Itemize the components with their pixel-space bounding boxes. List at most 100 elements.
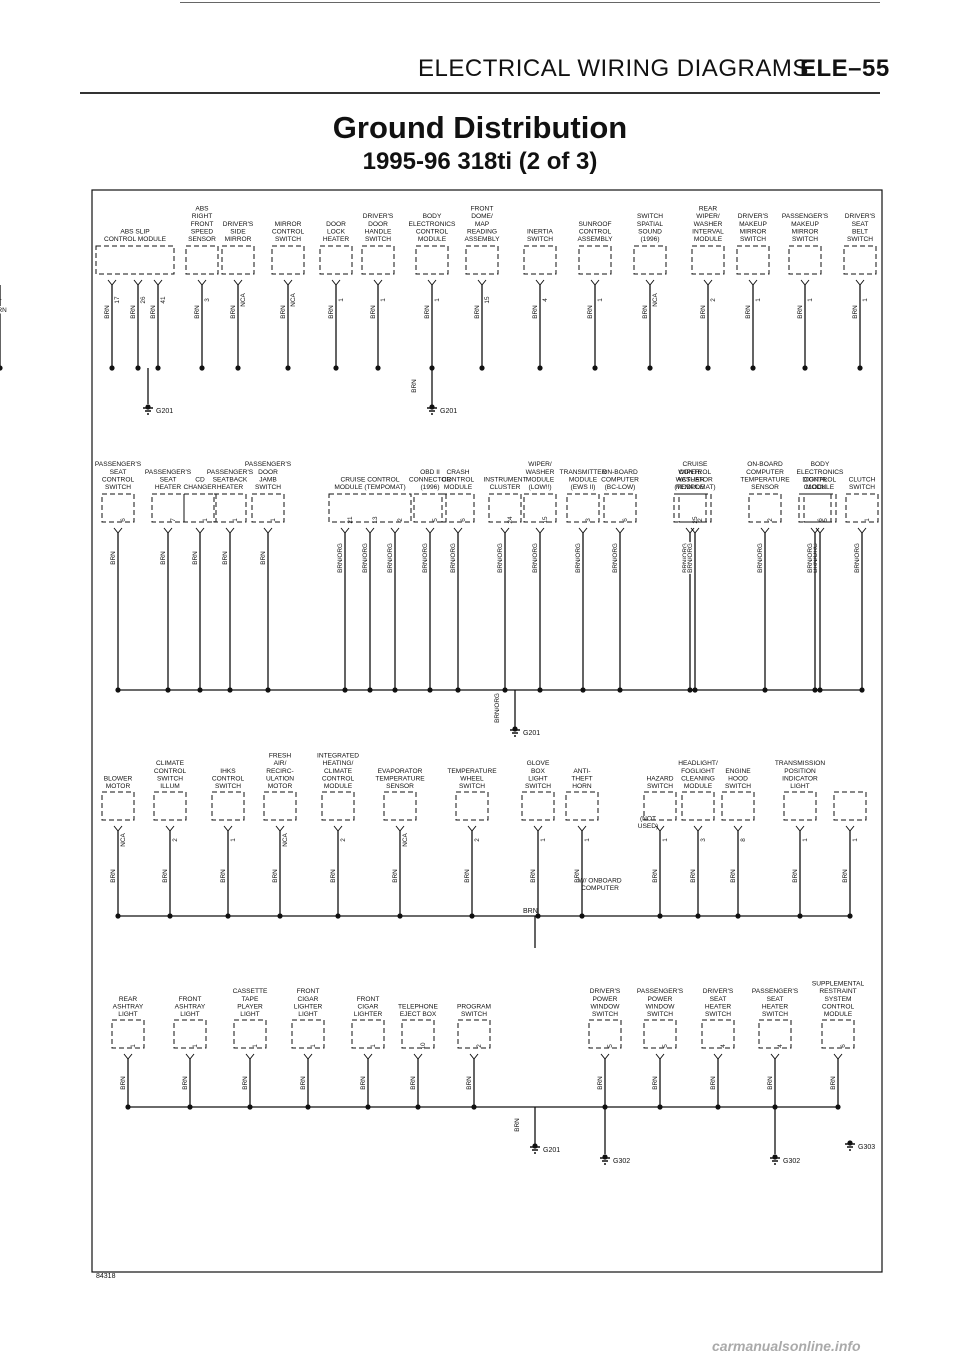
component-label: ACTUATOR <box>677 476 713 483</box>
pin-number: 4 <box>777 1044 784 1048</box>
connector <box>263 791 297 821</box>
connector <box>413 493 447 523</box>
component-label: CONTROL <box>154 768 187 775</box>
pin-number: 1 <box>252 1044 259 1048</box>
wire-color: BRN <box>792 869 799 883</box>
pin-number: 7 <box>170 518 177 522</box>
diagram-frame <box>91 189 883 1273</box>
wire-color: BRN <box>730 869 737 883</box>
component-label: MODULE <box>569 476 598 483</box>
pin-number: 6 <box>817 518 824 522</box>
component-label: ASSEMBLY <box>464 236 500 243</box>
wire-color: BRN <box>160 551 167 565</box>
pin-marker <box>535 279 545 286</box>
pin-number: 8 <box>740 838 747 842</box>
connector <box>758 1019 792 1049</box>
component-label: ENGINE <box>725 768 751 775</box>
component-label: SWITCH <box>592 1011 618 1018</box>
pin-number: 2 <box>476 1044 483 1048</box>
component-label: MOTOR <box>106 783 131 790</box>
pin-marker <box>153 279 163 286</box>
wire-color: BRN <box>474 305 481 319</box>
component-label: REAR <box>119 996 138 1003</box>
wire-color: BRN <box>222 551 229 565</box>
wire-color: BRN/ORG <box>422 543 429 573</box>
note-label: USED) <box>638 823 659 830</box>
component-label: CONTROL <box>442 476 475 483</box>
connector <box>251 493 285 523</box>
pin-number: 2 <box>710 298 717 302</box>
component-label: SWITCH <box>215 783 241 790</box>
pin-number: 6 <box>840 1044 847 1048</box>
component-label: MODULE (TEMPOMAT) <box>334 484 405 491</box>
wire-color: BRN <box>587 305 594 319</box>
pin-marker <box>195 527 205 534</box>
component-label: WASHER <box>526 469 555 476</box>
component-label: MOTOR <box>268 783 293 790</box>
pin-marker <box>133 279 143 286</box>
connector <box>783 791 817 821</box>
component-label: CRUISE CONTROL <box>341 476 400 483</box>
component-label: SPATIAL <box>637 221 663 228</box>
component-label: SEAT <box>852 221 869 228</box>
component-label: THEFT <box>571 775 592 782</box>
component-label: SWITCH <box>255 484 281 491</box>
wire-color: BRN <box>0 307 7 314</box>
component-label: PASSENGER'S <box>782 213 829 220</box>
component-label: CASSETTE <box>233 988 268 995</box>
component-label: HEATER <box>217 484 243 491</box>
wire-color: BRN <box>642 305 649 319</box>
pin-number: 1 <box>802 838 809 842</box>
wire-color: BRN <box>464 869 471 883</box>
splice <box>647 365 653 371</box>
component-label: SUNROOF <box>579 221 612 228</box>
pin-marker <box>113 825 123 832</box>
pin-number: 13 <box>372 516 379 524</box>
connector <box>566 493 600 523</box>
component-label: SWITCH <box>849 484 875 491</box>
connector <box>291 1019 325 1049</box>
component-label: SEAT <box>160 476 177 483</box>
pin-marker <box>363 1053 373 1060</box>
wire-color: BRN <box>242 1076 249 1090</box>
pin-marker <box>113 527 123 534</box>
connector <box>523 493 557 523</box>
component-label: INDICATOR <box>782 775 818 782</box>
pin-number: 1 <box>192 1044 199 1048</box>
pin-number: NCA <box>290 293 297 307</box>
component-label: CONTROL <box>579 228 612 235</box>
component-label: DRIVER'S <box>590 988 621 995</box>
pin-number: 41 <box>160 296 167 304</box>
component-label: READING <box>467 228 497 235</box>
component-label: ON-BOARD <box>602 469 638 476</box>
connector <box>213 493 247 523</box>
ground-symbol-label: G302 <box>613 1158 630 1165</box>
connector <box>441 493 475 523</box>
splice <box>135 365 141 371</box>
component-label: SWITCH <box>792 236 818 243</box>
splice <box>0 365 3 371</box>
connector <box>643 791 677 821</box>
component-label: DOOR <box>326 221 346 228</box>
component-label: SWITCH <box>527 236 553 243</box>
component-label: MODULE <box>684 783 713 790</box>
pin-number: 21 <box>347 516 354 524</box>
connector <box>183 493 217 523</box>
pin-marker <box>197 279 207 286</box>
note-label: W/ ONBOARD <box>578 877 621 884</box>
pin-marker <box>331 279 341 286</box>
diagram-title: Ground Distribution <box>332 110 628 145</box>
component-label: FOGLIGHT <box>681 768 715 775</box>
component-label: WINDOW <box>646 1003 676 1010</box>
wire-color: BRN/ORG <box>682 543 689 573</box>
component-label: SWITCH <box>762 1011 788 1018</box>
pin-number: 1 <box>310 1044 317 1048</box>
component-label: LIGHTER <box>294 1003 323 1010</box>
component-label: SWITCH <box>740 236 766 243</box>
pin-number: 3 <box>585 518 592 522</box>
bus-label: BRN <box>523 908 538 915</box>
wire-color: BRN <box>194 305 201 319</box>
splice <box>333 365 339 371</box>
note-label: COMPUTER <box>581 885 619 892</box>
connector <box>633 245 667 275</box>
